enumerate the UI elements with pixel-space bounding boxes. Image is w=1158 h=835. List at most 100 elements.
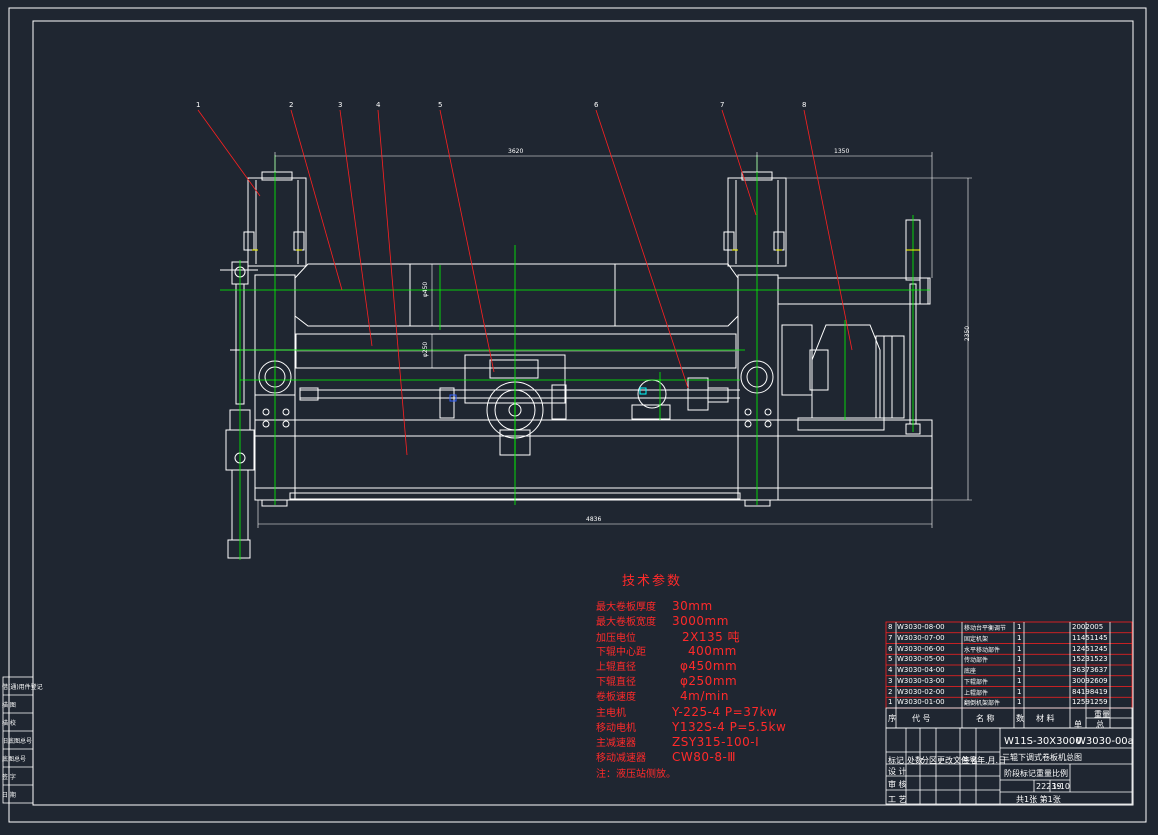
left-strip-cell: 旧底图总号 (2, 738, 33, 745)
outer-frame (8, 7, 1147, 823)
parts-cell-qty: 1 (1017, 698, 1022, 707)
tb-label-process: 工 艺 (888, 795, 907, 804)
parts-cell-code: W3030-08-00 (897, 623, 945, 631)
parts-cell-weight: 36373637 (1072, 666, 1108, 674)
left-strip-cell: 借(通)用件登记 (2, 684, 43, 691)
parts-cell-name: 翻倒机架部件 (964, 700, 1001, 708)
dim-bottom: 4836 (586, 516, 602, 523)
parts-cell-code: W3030-06-00 (897, 644, 945, 653)
tb-label-scale: 比例 (1052, 769, 1068, 778)
parts-cell-no: 7 (888, 633, 893, 642)
left-strip-cell: 描 图 (2, 702, 16, 709)
parts-cell-no: 5 (888, 655, 893, 664)
left-strip-table (2, 676, 34, 804)
parts-cell-name: 上辊部件 (964, 689, 989, 697)
parts-cell-code: W3030-05-00 (897, 655, 945, 664)
tb-label-mark: 标记 (888, 756, 904, 765)
parts-cell-no: 3 (888, 676, 893, 685)
parts-cell-no: 1 (888, 698, 893, 707)
parts-cell-qty: 1 (1017, 644, 1022, 653)
parts-cell-code: W3030-01-00 (897, 698, 945, 707)
tb-label-sign: 签名 (962, 756, 978, 765)
parts-cell-code: W3030-07-00 (897, 633, 945, 642)
parts-cell-weight: 84198419 (1072, 687, 1108, 696)
tech-note: 注：液压站侧放。 (596, 769, 676, 780)
drawing-name: 三辊下调式卷板机总图 (1002, 753, 1082, 762)
tech-params-title: 技术参数 (622, 574, 683, 589)
leader-lines (197, 109, 853, 456)
parts-cell-weight: 30092609 (1072, 676, 1108, 685)
dim-top-main: 3620 (508, 148, 524, 155)
tb-label-stage: 阶段标记 (1004, 769, 1036, 778)
drawing-number: W3030-00a (1076, 736, 1134, 747)
parts-cell-qty: 1 (1017, 655, 1022, 664)
left-strip-cell: 签 字 (2, 774, 16, 781)
parts-cell-name: 底座 (964, 668, 977, 675)
parts-cell-name: 下辊部件 (964, 678, 989, 686)
callout-7: 7 (720, 101, 725, 109)
scale-value: 1:10 (1052, 782, 1070, 791)
parts-cell-qty: 1 (1017, 676, 1022, 685)
parts-header-weight: 重量 (1094, 710, 1110, 719)
dim-right: 2350 (964, 325, 972, 342)
parts-list-table (885, 621, 1133, 805)
parts-cell-weight: 12451245 (1072, 644, 1108, 653)
parts-header-name: 名 称 (976, 714, 995, 723)
callout-3: 3 (338, 101, 343, 109)
dimension-lines (257, 152, 972, 528)
parts-cell-no: 6 (888, 644, 893, 653)
sheet-info: 共1张 第1张 (1016, 795, 1061, 804)
parts-cell-no: 2 (888, 687, 893, 696)
parts-cell-code: W3030-02-00 (897, 687, 945, 696)
callout-2: 2 (289, 101, 294, 109)
centerlines (220, 155, 930, 560)
tb-label-change-doc: 更改文件号 (937, 756, 977, 765)
parts-header-single: 单 (1074, 720, 1082, 729)
left-strip-cell: 描 校 (2, 720, 16, 727)
tb-label-zone: 分区 (921, 756, 937, 765)
tb-label-weight: 重量 (1036, 769, 1052, 778)
left-strip-cell: 日 期 (2, 792, 16, 799)
callout-5: 5 (438, 101, 443, 109)
parts-cell-qty: 1 (1017, 666, 1022, 674)
parts-cell-name: 传动部件 (964, 657, 989, 665)
parts-cell-no: 8 (888, 623, 893, 631)
parts-cell-code: W3030-03-00 (897, 676, 945, 685)
parts-header-no: 序 (888, 714, 896, 723)
parts-cell-weight: 15231523 (1072, 655, 1108, 664)
hydraulic-accents (252, 249, 920, 402)
parts-header-code: 代 号 (912, 714, 931, 723)
parts-cell-code: W3030-04-00 (897, 666, 945, 674)
tb-label-count: 处数 (907, 756, 923, 765)
parts-cell-qty: 1 (1017, 633, 1022, 642)
parts-header-total: 总 (1096, 720, 1104, 729)
weight-value: 22239 (1036, 782, 1062, 791)
parts-header-qty: 数 (1016, 714, 1024, 723)
dim-upper-dia: φ450 (422, 281, 430, 298)
parts-cell-name: 水平移动部件 (964, 646, 1001, 654)
parts-cell-no: 4 (888, 666, 893, 674)
callout-8: 8 (802, 101, 807, 109)
parts-cell-name: 移动台平衡调节 (964, 625, 1007, 632)
parts-header-mat: 材 料 (1036, 714, 1055, 723)
model-number: W11S-30X3000 (1004, 736, 1082, 747)
parts-cell-weight: 2002005 (1072, 623, 1104, 631)
dim-lower-dia: φ250 (422, 341, 430, 358)
tb-label-review: 审 核 (888, 780, 907, 789)
callout-1: 1 (196, 101, 201, 109)
tb-label-date: 年.月.日 (977, 756, 1007, 765)
parts-cell-weight: 12591259 (1072, 698, 1108, 707)
inner-frame (32, 20, 1134, 806)
callout-6: 6 (594, 101, 599, 109)
